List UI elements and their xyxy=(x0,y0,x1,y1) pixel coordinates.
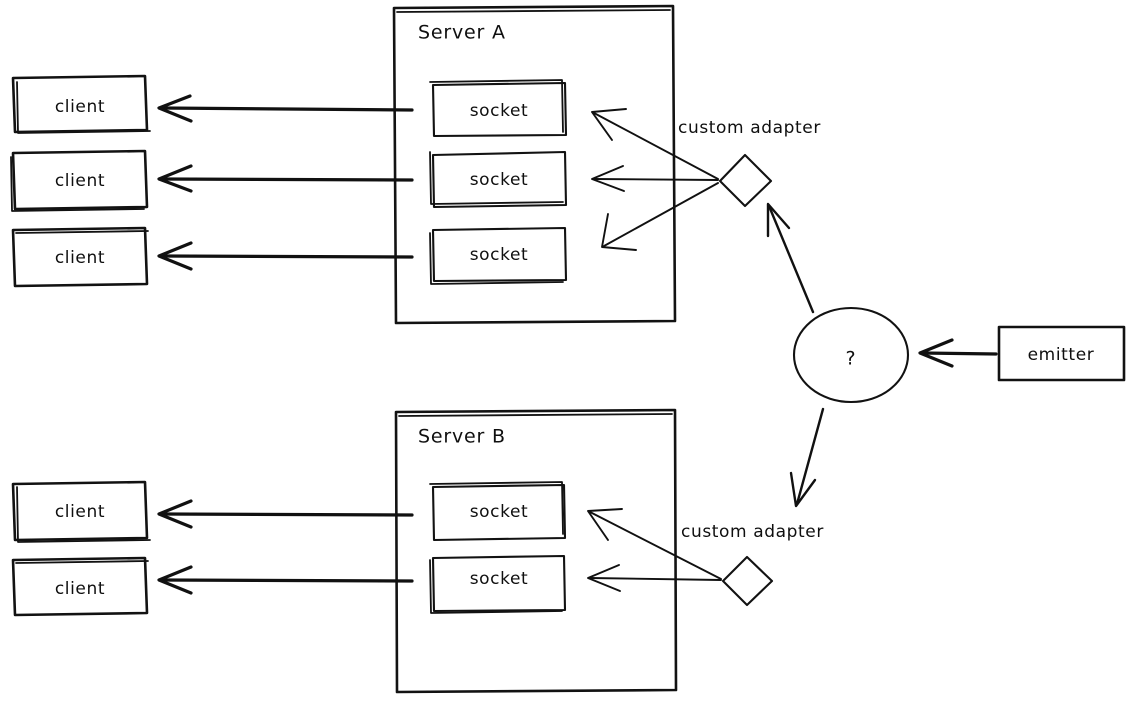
arrow-adapter-to-socket-a-1 xyxy=(591,108,719,180)
client-box[interactable] xyxy=(11,480,149,542)
socket-label: socket xyxy=(470,170,529,190)
client-a-3-group[interactable]: client xyxy=(11,226,149,288)
client-b-1-group[interactable]: client xyxy=(11,480,151,543)
custom-adapter-top-diamond[interactable] xyxy=(718,153,773,208)
socket-box[interactable] xyxy=(431,483,567,542)
server-b-box[interactable] xyxy=(394,408,678,694)
client-b-2-group[interactable]: client xyxy=(11,556,149,617)
server-b-socket-1-group[interactable]: socket xyxy=(429,481,567,542)
client-label: client xyxy=(55,171,105,191)
arrow-adapter-to-socket-a-3 xyxy=(601,182,719,251)
custom-adapter-top-label: custom adapter xyxy=(678,118,821,138)
socket-label: socket xyxy=(470,245,529,265)
socket-box-sketch-line xyxy=(429,481,564,535)
broker-ellipse[interactable] xyxy=(792,306,910,404)
socket-box[interactable] xyxy=(431,150,568,209)
socket-box-sketch-line xyxy=(429,559,563,614)
socket-box-sketch-line xyxy=(429,151,564,205)
client-box[interactable] xyxy=(11,149,149,211)
client-label: client xyxy=(55,502,105,522)
client-a-2-group[interactable]: client xyxy=(10,149,149,212)
socket-box[interactable] xyxy=(431,81,568,138)
emitter-box[interactable] xyxy=(997,325,1126,382)
arrow-adapter-to-socket-b-1 xyxy=(587,508,722,580)
server-b-group[interactable]: Server B xyxy=(394,408,678,694)
custom-adapter-top-group[interactable]: custom adapter xyxy=(678,118,821,208)
client-box-sketch-line xyxy=(15,230,149,234)
arrow-socket-to-client-b-1 xyxy=(157,499,414,529)
arrow-adapter-to-socket-b-2 xyxy=(587,564,722,592)
socket-label: socket xyxy=(470,101,529,121)
emitter-label: emitter xyxy=(1028,345,1095,365)
client-a-1-group[interactable]: client xyxy=(11,74,151,134)
client-box-sketch-line xyxy=(10,156,145,212)
client-label: client xyxy=(55,97,105,117)
socket-box-sketch-line xyxy=(429,232,564,285)
server-a-label: Server A xyxy=(418,22,506,44)
arrow-broker-to-adapter-bottom xyxy=(789,407,825,508)
server-b-label: Server B xyxy=(418,426,506,448)
arrow-socket-to-client-a-2 xyxy=(157,164,414,193)
arrow-broker-to-adapter-top xyxy=(766,202,815,314)
socket-box[interactable] xyxy=(431,226,568,283)
client-box[interactable] xyxy=(11,226,149,288)
arrow-socket-to-client-a-1 xyxy=(157,94,414,123)
arrow-adapter-to-socket-a-2 xyxy=(591,165,719,192)
custom-adapter-bottom-label: custom adapter xyxy=(681,522,824,542)
client-box[interactable] xyxy=(11,74,149,134)
server-b-box-sketch-line xyxy=(398,413,673,417)
client-box-sketch-line xyxy=(15,560,149,564)
broker-group[interactable]: ? xyxy=(792,306,910,404)
arrow-emitter-to-broker xyxy=(918,338,998,368)
server-b-socket-2-group[interactable]: socket xyxy=(429,554,567,614)
client-label: client xyxy=(55,579,105,599)
server-a-box-sketch-line xyxy=(396,9,671,13)
broker-label: ? xyxy=(846,348,857,370)
socket-box[interactable] xyxy=(431,554,567,613)
socket-box-sketch-line xyxy=(429,79,564,133)
socket-label: socket xyxy=(470,569,529,589)
server-a-socket-1-group[interactable]: socket xyxy=(429,79,568,138)
client-box-sketch-line xyxy=(16,486,151,543)
emitter-group[interactable]: emitter xyxy=(997,325,1126,382)
server-a-socket-2-group[interactable]: socket xyxy=(429,150,568,209)
client-label: client xyxy=(55,248,105,268)
custom-adapter-bottom-group[interactable]: custom adapter xyxy=(681,522,824,607)
server-a-socket-3-group[interactable]: socket xyxy=(429,226,568,285)
client-box-sketch-line xyxy=(16,81,151,134)
arrow-socket-to-client-b-2 xyxy=(157,565,414,595)
arrow-socket-to-client-a-3 xyxy=(157,241,414,271)
client-box[interactable] xyxy=(11,556,149,617)
custom-adapter-bottom-diamond[interactable] xyxy=(721,555,774,607)
socket-label: socket xyxy=(470,502,529,522)
